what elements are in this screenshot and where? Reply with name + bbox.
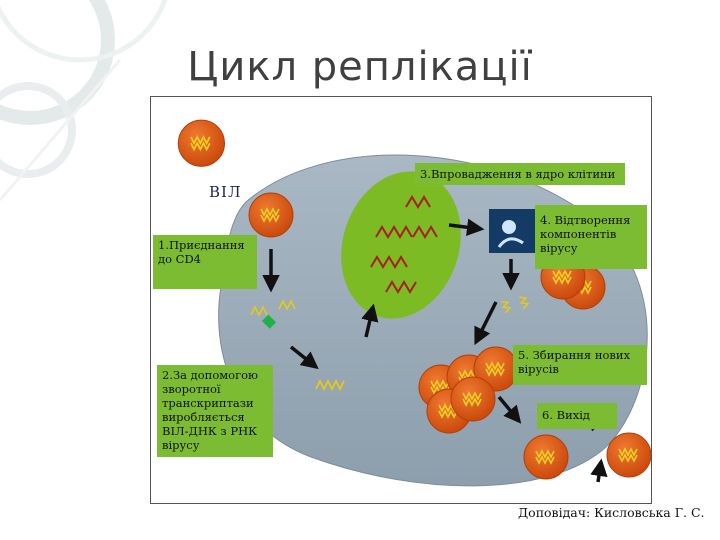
page-title: Цикл реплікації [187, 44, 533, 90]
free-virus [177, 119, 226, 168]
presenter-credit: Доповідач: Кисловська Г. С. [518, 505, 705, 520]
step-4-label: 4. Відтворення компонентів вірусу [535, 205, 647, 269]
step-3-label: 3.Впровадження в ядро клітини [415, 163, 625, 185]
replication-diagram: ВІЛ 1.Приєднання до CD4 2.За допомогою з… [150, 96, 652, 504]
step-1-label: 1.Приєднання до CD4 [153, 235, 257, 289]
attaching-virus [248, 192, 294, 238]
step-2-label: 2.За допомогою зворотної транскриптази в… [157, 365, 273, 457]
cell-nucleus [341, 171, 461, 319]
step-5-label: 5. Збирання нових вірусів [513, 345, 647, 385]
step-6-label: 6. Вихід [537, 403, 617, 429]
virus-label: ВІЛ [209, 183, 242, 201]
viral-rna [250, 296, 530, 392]
reproduction-icon [489, 209, 537, 253]
process-arrows [262, 218, 608, 483]
